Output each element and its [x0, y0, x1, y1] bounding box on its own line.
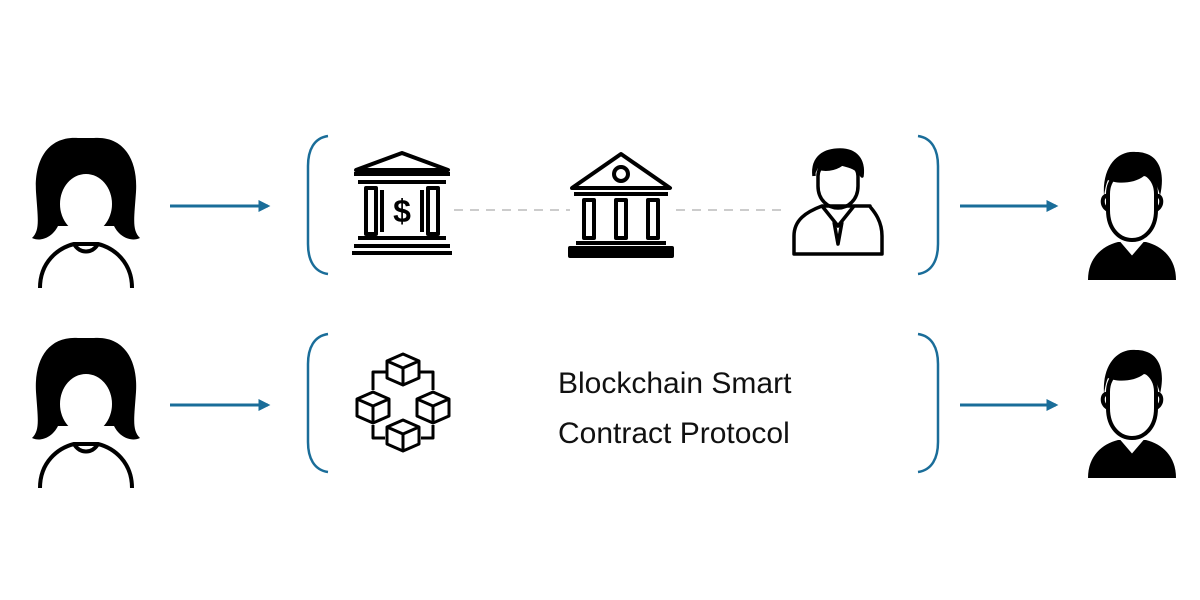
blockchain-row	[30, 332, 1178, 490]
woman-user-icon	[30, 135, 142, 290]
woman-user-icon	[30, 335, 142, 490]
blockchain-network-icon	[355, 352, 451, 453]
businessman-icon	[792, 148, 884, 256]
right-bracket	[917, 332, 940, 474]
protocol-label-line-2: Contract Protocol	[558, 417, 790, 450]
left-bracket	[306, 134, 329, 276]
svg-text:$: $	[393, 193, 411, 229]
traditional-row: $	[30, 134, 1178, 290]
government-building-icon	[568, 152, 674, 258]
right-bracket	[917, 134, 940, 276]
bank-dollar-icon: $	[352, 151, 452, 255]
left-bracket	[306, 332, 329, 474]
man-user-icon	[1086, 347, 1178, 480]
man-user-icon	[1086, 149, 1178, 282]
protocol-label-line-1: Blockchain Smart	[558, 367, 792, 400]
